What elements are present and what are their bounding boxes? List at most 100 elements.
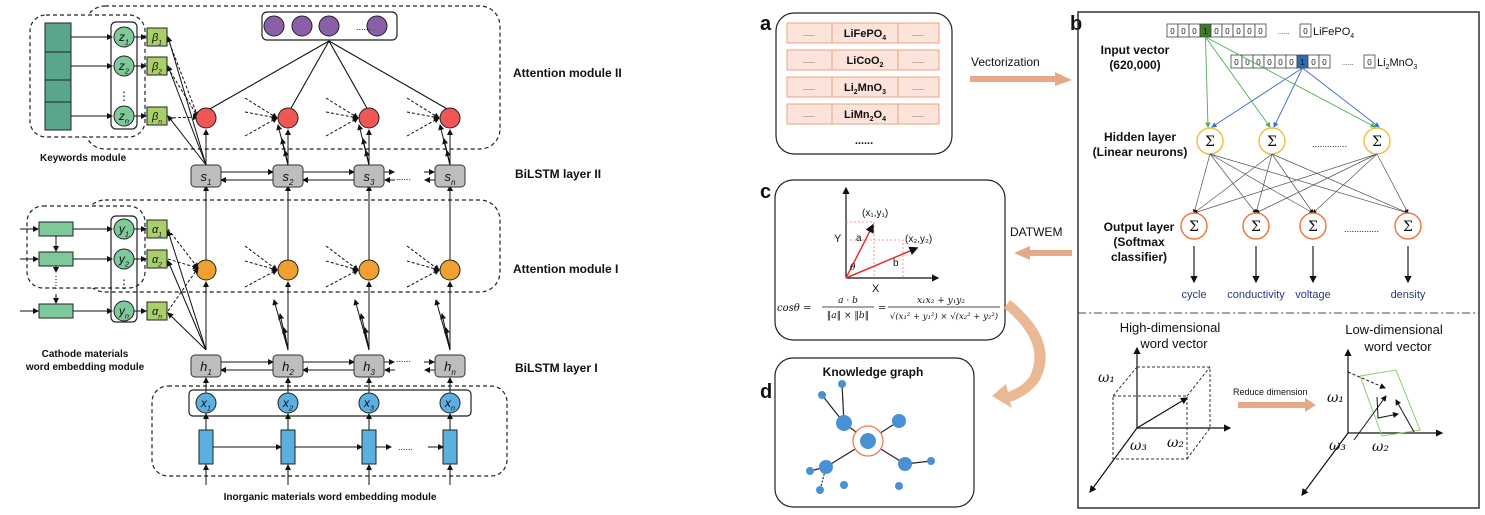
formula-subscript: 4 (882, 116, 886, 123)
sigma-symbol: Σ (1308, 219, 1318, 235)
hidden-to-output-connection (1209, 153, 1314, 214)
vectorization-label: Vectorization (971, 55, 1040, 69)
embedding-cell-1 (198, 429, 214, 465)
incoming-attention-line (325, 117, 359, 137)
incoming-attention-line (406, 117, 440, 137)
omega3-label-low: ω₃ (1329, 438, 1346, 454)
graph-node-11 (895, 482, 903, 490)
vector-1-bit-value: 0 (1214, 27, 1219, 36)
y-node-label-1-symbol: y (118, 222, 126, 236)
output-neuron-4 (1394, 212, 1422, 240)
beta-label-1: β1 (151, 32, 162, 46)
output-class-cycle: cycle (1181, 289, 1206, 301)
high-dim-cube (1112, 366, 1211, 460)
high-dim-label-2: word vector (1139, 336, 1208, 351)
theta-label: θ (850, 263, 856, 273)
point1-label: (x₁,y₁) (862, 208, 888, 219)
bilstm-1-cell-label-4-symbol: h (444, 359, 451, 374)
attention-module-1-label: Attention module I (513, 262, 618, 276)
hidden-layer-label-1: Hidden layer (1104, 130, 1176, 144)
bilstm-layer-2-label: BiLSTM layer II (515, 167, 601, 181)
point2-label: (x₂,y₂) (905, 234, 932, 245)
hidden-to-output-connection (1193, 153, 1378, 214)
vector-2-bit-value: 0 (1245, 58, 1250, 67)
panel-d: d Knowledge graph (760, 357, 975, 508)
projection-plane (1359, 369, 1421, 437)
z-node-label-3: zn (118, 109, 129, 126)
bilstm-1-cell-label-2-symbol: h (282, 359, 289, 374)
formula-part: MnO (858, 82, 883, 94)
cosine-guides (846, 221, 904, 278)
z-ellipsis: ⋮ (118, 89, 130, 103)
material-row-3 (786, 76, 940, 98)
vector-1-bit-value: 0 (1225, 27, 1230, 36)
bilstm-1-cell-label-4-subscript: n (451, 368, 456, 377)
graph-node-6 (818, 391, 826, 399)
beta-label-2-subscript: 2 (157, 68, 162, 75)
name-part: LiFePO (1313, 26, 1351, 38)
embedding-cell-2 (280, 429, 296, 465)
x-node-label-3: x3 (363, 396, 375, 413)
attention-2-node-1 (195, 107, 217, 129)
alpha-label-1-subscript: 1 (158, 231, 162, 238)
x-node-label-4: xn (444, 396, 455, 413)
attention-1-node-4 (439, 259, 461, 281)
alpha-label-3-symbol: α (152, 306, 159, 318)
hidden-to-output-connection (1255, 153, 1378, 214)
attention-2-node-2 (277, 107, 299, 129)
bilstm-1-cell-label-3-symbol: h (363, 359, 370, 374)
x-node-label-1-symbol: x (200, 396, 208, 410)
material-formula-4: LiMn2O4 (844, 109, 886, 123)
bilstm-2-cell-label-2-subscript: 2 (288, 178, 294, 187)
incoming-attention-line (325, 269, 359, 288)
embedding-cell-4 (442, 429, 458, 465)
incoming-attention-line (244, 117, 278, 137)
keywords-module-label: Keywords module (40, 153, 127, 164)
material-formula-3: Li2MnO3 (844, 82, 886, 96)
output-layer-label-1: Output layer (1104, 220, 1175, 234)
beta-attention-line (167, 114, 199, 121)
y-node-label-3-symbol: y (118, 304, 126, 318)
vector-2-last-bit-value: 0 (1367, 58, 1372, 67)
formula-part: LiMn (844, 109, 870, 121)
y-node-label-2-subscript: 2 (124, 260, 130, 269)
omega2-label-low: ω₂ (1372, 439, 1389, 455)
projected-vectors (1347, 371, 1415, 441)
formula-subscript: 2 (870, 116, 874, 123)
input-2-connection (1273, 67, 1303, 128)
hidden-to-output-connection (1192, 153, 1211, 214)
graph-node-5 (838, 380, 846, 388)
vector-2-bit-value: 0 (1289, 58, 1294, 67)
alpha-attention-line (167, 228, 199, 269)
bilstm-2-cell-label-1-subscript: 1 (207, 178, 211, 187)
cosine-axes (842, 186, 940, 282)
z-node-label-2-symbol: z (118, 59, 125, 73)
input-1-connection (1205, 36, 1211, 128)
beta-attention-line (167, 67, 199, 118)
output-class-conductivity: conductivity (1227, 289, 1285, 301)
attention-output-node-2 (291, 15, 313, 37)
purple-ellipsis: ...... (356, 22, 371, 32)
z-node-label-2-subscript: 2 (124, 67, 130, 76)
bilstm-2-ellipsis: ...... (396, 172, 411, 182)
row-left-ellipsis: ...... (803, 112, 815, 119)
bilstm-2-cell-3 (353, 164, 385, 188)
incoming-attention-line (406, 245, 440, 271)
panel-d-letter: d (760, 381, 772, 403)
sigma-symbol: Σ (1251, 219, 1261, 235)
beta-label-1-subscript: 1 (158, 39, 162, 46)
vector-1-last-bit-value: 0 (1303, 27, 1308, 36)
outgoing-attention-line (281, 327, 289, 351)
attention-2-output-connections (207, 40, 450, 111)
formula-subscript: 2 (880, 62, 884, 69)
hidden-to-output-connection (1209, 153, 1409, 215)
x-node-label-1-subscript: 1 (207, 404, 211, 413)
graph-node-7 (806, 467, 814, 475)
bilstm-2-cell-label-3-subscript: 3 (370, 178, 375, 187)
x-axis-label: X (872, 283, 880, 295)
datwem-arrow-icon (1014, 246, 1072, 260)
attention-1-node-3 (358, 259, 380, 281)
bilstm-1-cell-label-1: h1 (200, 359, 212, 377)
low-dim-axes (1301, 348, 1444, 496)
